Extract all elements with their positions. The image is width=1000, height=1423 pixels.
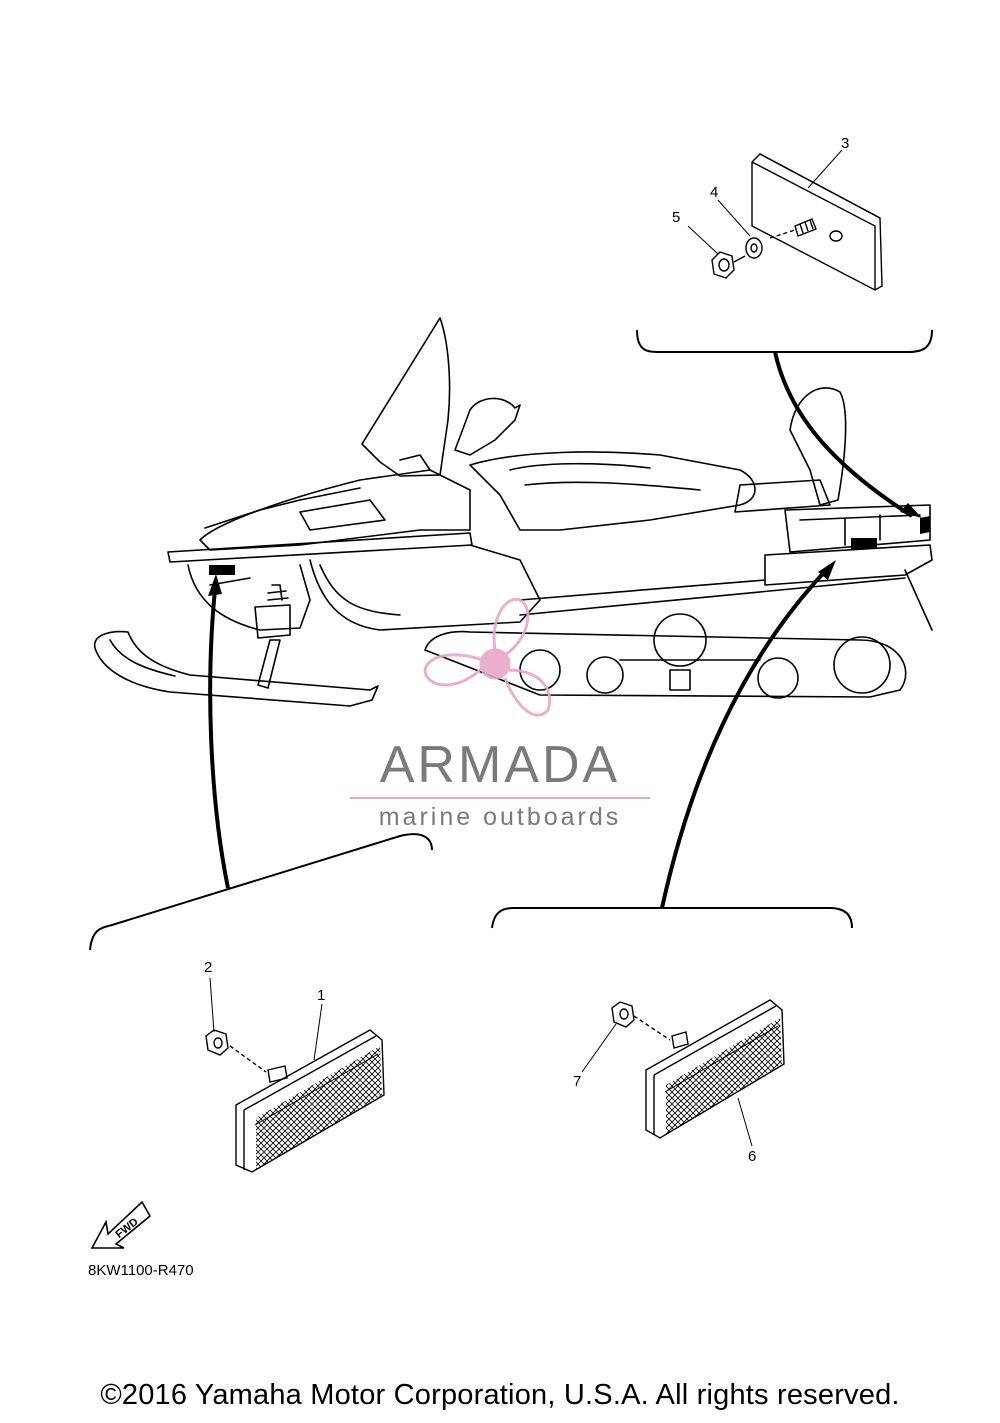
detail-front-reflector — [205, 977, 385, 1173]
seat — [469, 451, 756, 531]
front-reflector-location — [209, 565, 235, 575]
side-panel — [309, 544, 541, 631]
arrowhead-rear — [900, 503, 922, 518]
ski — [94, 630, 379, 707]
detail-rear-reflector — [687, 149, 883, 291]
part-5-nut — [711, 251, 735, 279]
watermark-divider — [350, 797, 650, 799]
part-3-reflector — [751, 153, 883, 291]
callout-7: 7 — [573, 1073, 581, 1090]
ski-suspension — [257, 639, 281, 689]
hood — [199, 469, 471, 551]
part-6-reflector — [645, 999, 785, 1139]
windshield — [361, 317, 451, 477]
track — [424, 630, 907, 698]
rear-rack — [734, 479, 831, 513]
diagram-part-code: 8KW1100-R470 — [88, 1262, 194, 1279]
stud — [794, 218, 817, 237]
rear-reflector-location — [920, 516, 930, 534]
watermark-tagline: marine outboards — [378, 803, 622, 831]
backrest — [789, 387, 847, 506]
watermark-brand-name: ARMADA — [379, 736, 621, 794]
copyright-notice: ©2016 Yamaha Motor Corporation, U.S.A. A… — [100, 1379, 900, 1411]
part-1-reflector — [235, 1029, 385, 1173]
callout-4: 4 — [710, 184, 718, 201]
callout-2: 2 — [204, 959, 212, 976]
propeller-logo-icon — [423, 597, 552, 717]
leader-lines — [89, 329, 933, 951]
part-2-nut — [205, 1029, 229, 1056]
callout-5: 5 — [672, 209, 680, 226]
snowmobile-illustration — [94, 317, 933, 707]
part-4-washer — [745, 237, 763, 259]
front-bumper — [167, 532, 473, 563]
snow-flap — [904, 569, 933, 631]
callout-3: 3 — [841, 135, 849, 152]
callout-6: 6 — [748, 1148, 756, 1165]
arrowhead-front — [208, 574, 222, 596]
side-reflector-location — [851, 538, 877, 549]
detail-side-reflector — [581, 999, 785, 1147]
fwd-direction-arrow: FWD — [90, 1200, 152, 1249]
arrowhead-side — [818, 560, 836, 580]
callout-1: 1 — [317, 987, 325, 1004]
part-7-nut — [611, 1001, 635, 1028]
